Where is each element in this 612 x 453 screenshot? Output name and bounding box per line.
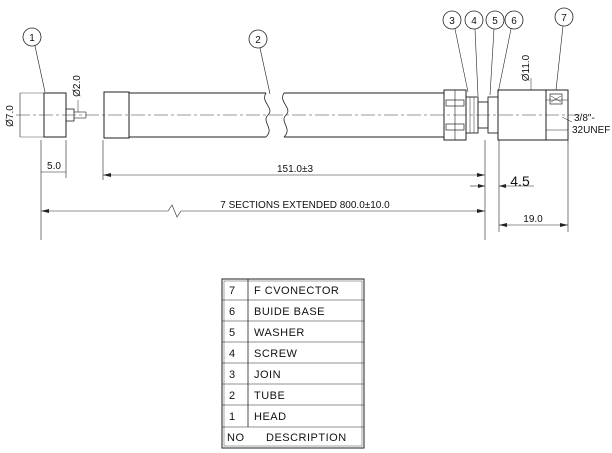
balloon-5: 5 <box>485 10 505 96</box>
dim-connector-diameter: Ø11.0 <box>521 54 532 90</box>
svg-text:151.0±3: 151.0±3 <box>277 164 314 175</box>
svg-text:7 SECTIONS EXTENDED 800.0±10.0: 7 SECTIONS EXTENDED 800.0±10.0 <box>220 200 390 211</box>
svg-text:19.0: 19.0 <box>523 214 543 225</box>
balloon-7: 7 <box>554 7 574 91</box>
svg-text:5.0: 5.0 <box>47 161 61 172</box>
dim-head-length: 5.0 <box>41 161 66 173</box>
dim-head-diameter: Ø7.0 <box>5 92 44 138</box>
svg-text:4: 4 <box>471 16 477 27</box>
bom-header-desc: DESCRIPTION <box>266 432 347 444</box>
svg-text:32UNEF: 32UNEF <box>572 125 610 136</box>
bom-row-6-desc: BUIDE BASE <box>254 306 325 318</box>
svg-text:4.5: 4.5 <box>510 173 530 189</box>
dim-tube-length: 151.0±3 <box>103 164 485 177</box>
svg-text:1: 1 <box>29 33 35 44</box>
extension-lines <box>40 140 569 240</box>
svg-text:6: 6 <box>511 16 517 27</box>
svg-text:7: 7 <box>561 13 567 24</box>
bom-row-4-no: 4 <box>229 348 236 360</box>
dim-pin-diameter: Ø2.0 <box>72 75 83 112</box>
thread-callout: 3/8"- 32UNEF <box>561 113 610 136</box>
svg-text:Ø2.0: Ø2.0 <box>72 75 83 97</box>
bom-row-3-no: 3 <box>229 369 236 381</box>
svg-text:3/8"-: 3/8"- <box>574 113 595 124</box>
balloon-6: 6 <box>497 10 524 94</box>
balloon-3: 3 <box>442 10 469 93</box>
svg-text:Ø11.0: Ø11.0 <box>521 54 532 81</box>
bom-table: 7 F CVONECTOR 6 BUIDE BASE 5 WASHER 4 SC… <box>221 278 365 449</box>
bom-row-5-no: 5 <box>229 327 236 339</box>
dim-extended-length: 7 SECTIONS EXTENDED 800.0±10.0 <box>41 200 485 218</box>
part-tube <box>103 91 444 139</box>
bom-row-7-no: 7 <box>229 285 236 297</box>
bom-row-4-desc: SCREW <box>254 348 298 360</box>
dim-connector-length: 19.0 <box>499 214 568 227</box>
svg-text:3: 3 <box>449 16 455 27</box>
bom-row-7-desc: F CVONECTOR <box>254 285 339 297</box>
bom-row-1-no: 1 <box>229 411 236 423</box>
bom-row-5-desc: WASHER <box>254 327 305 339</box>
bom-row-1-desc: HEAD <box>254 411 287 423</box>
svg-text:Ø7.0: Ø7.0 <box>5 105 16 127</box>
bom-row-6-no: 6 <box>229 306 236 318</box>
bom-row-3-desc: JOIN <box>254 369 281 381</box>
bom-row-2-no: 2 <box>229 390 236 402</box>
balloon-4: 4 <box>464 10 484 97</box>
bom-header-no: NO <box>227 432 245 444</box>
bom-row-2-desc: TUBE <box>254 390 285 402</box>
balloon-2: 2 <box>248 29 271 95</box>
svg-text:2: 2 <box>255 35 261 46</box>
balloon-1: 1 <box>22 27 46 93</box>
svg-text:5: 5 <box>492 16 498 27</box>
dim-gap: 4.5 <box>470 173 534 189</box>
